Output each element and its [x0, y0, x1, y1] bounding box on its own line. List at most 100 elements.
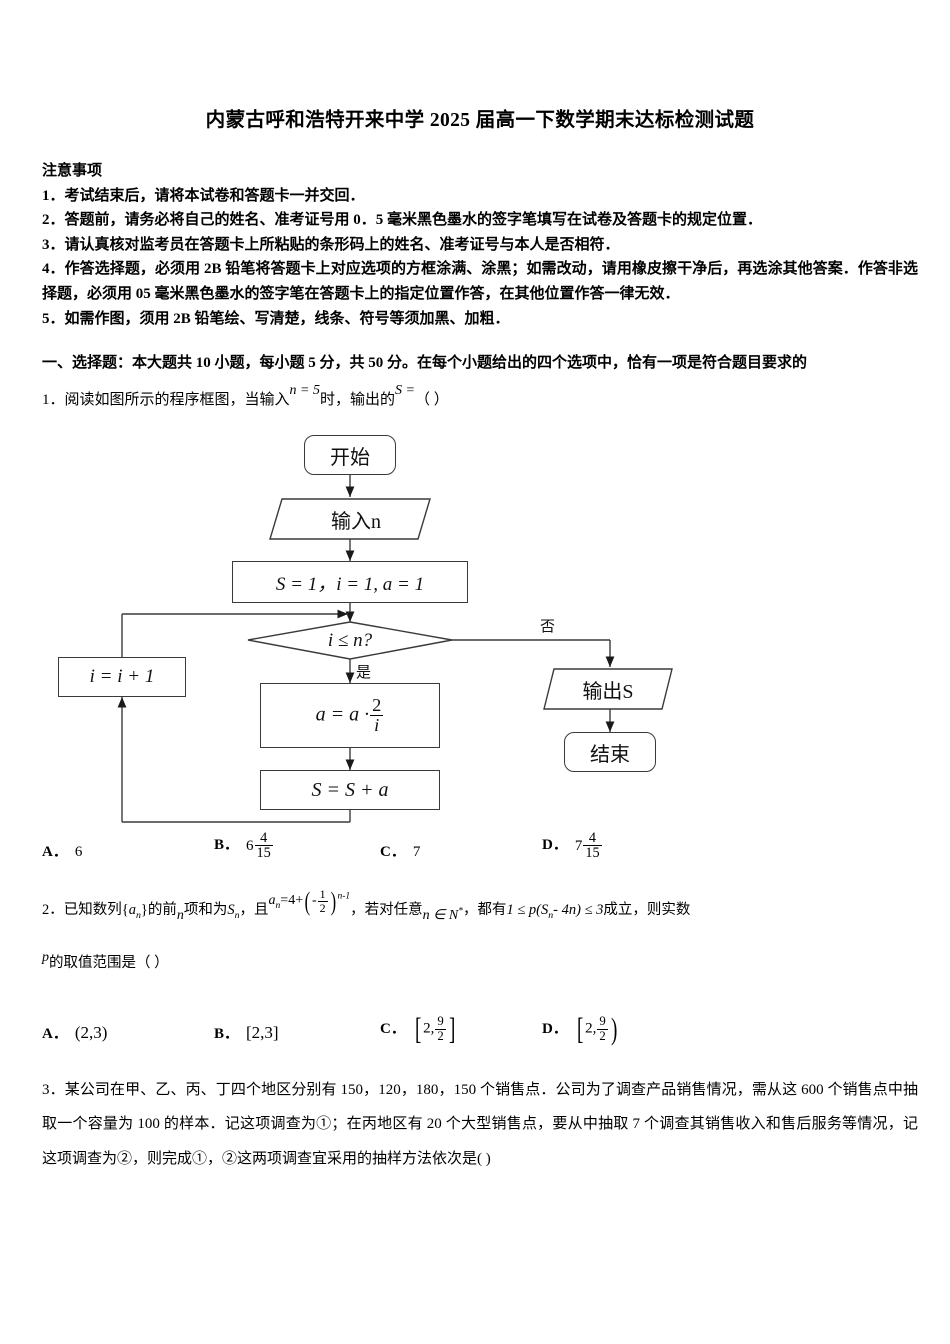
question-2-text-c: 项和为 — [183, 902, 228, 919]
question-2-inequality-head: 1 ≤ p(S — [506, 902, 549, 919]
question-2-n-var: n — [176, 908, 184, 924]
question-2-number: 2． — [42, 902, 64, 919]
question-1-option-d-whole: 7 — [574, 837, 583, 854]
question-2-option-a-label: A． — [42, 1025, 68, 1042]
flowchart-start-label: 开始 — [330, 446, 370, 469]
flowchart-init-node: S = 1，i = 1, a = 1 — [232, 561, 468, 604]
notice-item-4: 4．作答选择题，必须用 2B 铅笔将答题卡上对应选项的方框涂满、涂黑；如需改动，… — [42, 261, 918, 302]
question-2-option-c-label: C． — [380, 1020, 406, 1037]
flowchart-increment-label: i = i + 1 — [89, 666, 155, 688]
question-1-option-d-num: 4 — [588, 829, 597, 846]
question-1-option-c-label: C． — [380, 844, 406, 861]
question-2-formula-frac-num: 1 — [319, 887, 326, 902]
question-2-option-d-label: D． — [542, 1020, 568, 1037]
question-1-option-a[interactable]: A． 6 — [42, 840, 82, 861]
question-2-seq-bracket-close: } — [140, 902, 148, 919]
question-2-text-f: ，都有 — [462, 902, 507, 919]
question-1-option-c-value: 7 — [412, 844, 421, 861]
flowchart-input-shape — [269, 498, 431, 541]
question-1-option-c[interactable]: C． 7 — [380, 840, 420, 861]
question-2-inequality: 1 ≤ p(Sn- 4n) ≤ 3 — [506, 902, 604, 922]
question-1-output-var: S = — [395, 383, 415, 399]
question-2-minus-sign: - — [311, 893, 317, 909]
question-2-option-d-close: ) — [610, 1012, 618, 1047]
question-2-paren-close: ) — [330, 885, 336, 916]
notice-item-3: 3．请认真核对监考员在答题卡上所粘贴的条形码上的姓名、准考证号与本人是否相符． — [42, 236, 620, 253]
question-2-option-c-first: 2, — [423, 1020, 435, 1037]
question-2-option-c-close: ] — [448, 1012, 456, 1047]
page-content: 内蒙古呼和浩特开来中学 2025 届高一下数学期末达标检测试题 注意事项 1．考… — [42, 0, 918, 1176]
flowchart-input-node: 输入n — [282, 499, 430, 539]
question-1-option-a-value: 6 — [74, 844, 83, 861]
flowchart-output-label: 输出S — [582, 680, 634, 703]
question-1-text-before: 阅读如图所示的程序框图，当输入 — [64, 392, 290, 409]
flowchart-process-a-den: i — [370, 715, 384, 735]
notice-heading: 注意事项 — [42, 163, 103, 180]
flowchart-no-label: 否 — [540, 619, 556, 636]
question-2-option-b-label: B． — [214, 1025, 240, 1042]
question-2-line-2: p的取值范围是（ ） — [42, 944, 918, 977]
flowchart-end-label: 结束 — [590, 743, 630, 766]
question-2-formula-lhs: a — [268, 893, 276, 909]
question-1-option-d-den: 15 — [583, 845, 602, 862]
question-1-blank: （ ） — [414, 392, 449, 409]
question-2-inequality-sub: n — [548, 910, 554, 922]
flowchart-connectors — [117, 475, 673, 824]
question-2-formula-lhs-sub: n — [275, 901, 281, 912]
question-2-option-c-num: 9 — [437, 1014, 444, 1029]
notice-item-2: 2．答题前，请务必将自己的姓名、准考证号用 0．5 毫米黑色墨水的签字笔填写在试… — [42, 212, 763, 229]
question-3-text: 某公司在甲、乙、丙、丁四个地区分别有 150，120，180，150 个销售点．… — [42, 1081, 918, 1167]
notice-item-5: 5．如需作图，须用 2B 铅笔绘、写清楚，线条、符号等须加黑、加粗． — [42, 310, 510, 327]
question-1-input-value: n = 5 — [289, 383, 320, 399]
question-2-option-b[interactable]: B．[2,3] — [214, 1022, 279, 1043]
flowchart-end-node: 结束 — [564, 732, 656, 773]
question-2-option-d-den: 2 — [597, 1028, 608, 1043]
flowchart-output-shape — [543, 668, 673, 711]
flowchart-decision-node: i ≤ n? — [248, 622, 452, 660]
question-2-text-g: 成立，则实数 — [603, 902, 691, 919]
question-2-formula-eq: =4+ — [280, 893, 304, 909]
question-2-domain: n ∈ N* — [423, 902, 463, 929]
question-2-text-e: ，若对任意 — [350, 902, 423, 919]
question-1-number: 1． — [42, 392, 65, 409]
flowchart-init-label: S = 1，i = 1, a = 1 — [275, 573, 425, 595]
flowchart-increment-node: i = i + 1 — [58, 657, 186, 698]
question-2-option-c-den: 2 — [435, 1028, 446, 1043]
question-2-option-a-value: (2,3) — [74, 1022, 108, 1042]
question-1-option-a-label: A． — [42, 844, 68, 861]
question-2-option-d-open: [ — [576, 1012, 584, 1047]
question-2-text-d: ，且 — [239, 902, 269, 919]
flowchart-process-s-node: S = S + a — [260, 770, 440, 811]
question-2-option-c-open: [ — [414, 1012, 422, 1047]
notice-item-1: 1．考试结束后，请将本试卷和答题卡一并交回． — [42, 187, 365, 204]
flowchart-start-node: 开始 — [304, 435, 396, 476]
question-2-sum-sub: n — [234, 910, 240, 922]
flowchart-input-label: 输入n — [331, 510, 381, 533]
question-2-domain-text: n ∈ N — [422, 908, 459, 924]
question-1-option-d-label: D． — [542, 837, 568, 854]
question-1-option-b-den: 15 — [254, 845, 273, 862]
question-2-option-d-first: 2, — [585, 1020, 597, 1037]
question-2-option-a[interactable]: A． (2,3) — [42, 1022, 107, 1043]
question-2-inequality-tail: - 4n) ≤ 3 — [553, 902, 604, 919]
question-2-paren-open: ( — [304, 885, 311, 916]
flowchart-program-diagram: 开始 输入n S = 1，i = 1, a = 1 i ≤ n? 是 否 i =… — [42, 427, 918, 824]
section-heading-multiple-choice: 一、选择题：本大题共 10 小题，每小题 5 分，共 50 分。在每个小题给出的… — [42, 355, 808, 372]
question-2-text-b: 的前 — [147, 902, 177, 919]
